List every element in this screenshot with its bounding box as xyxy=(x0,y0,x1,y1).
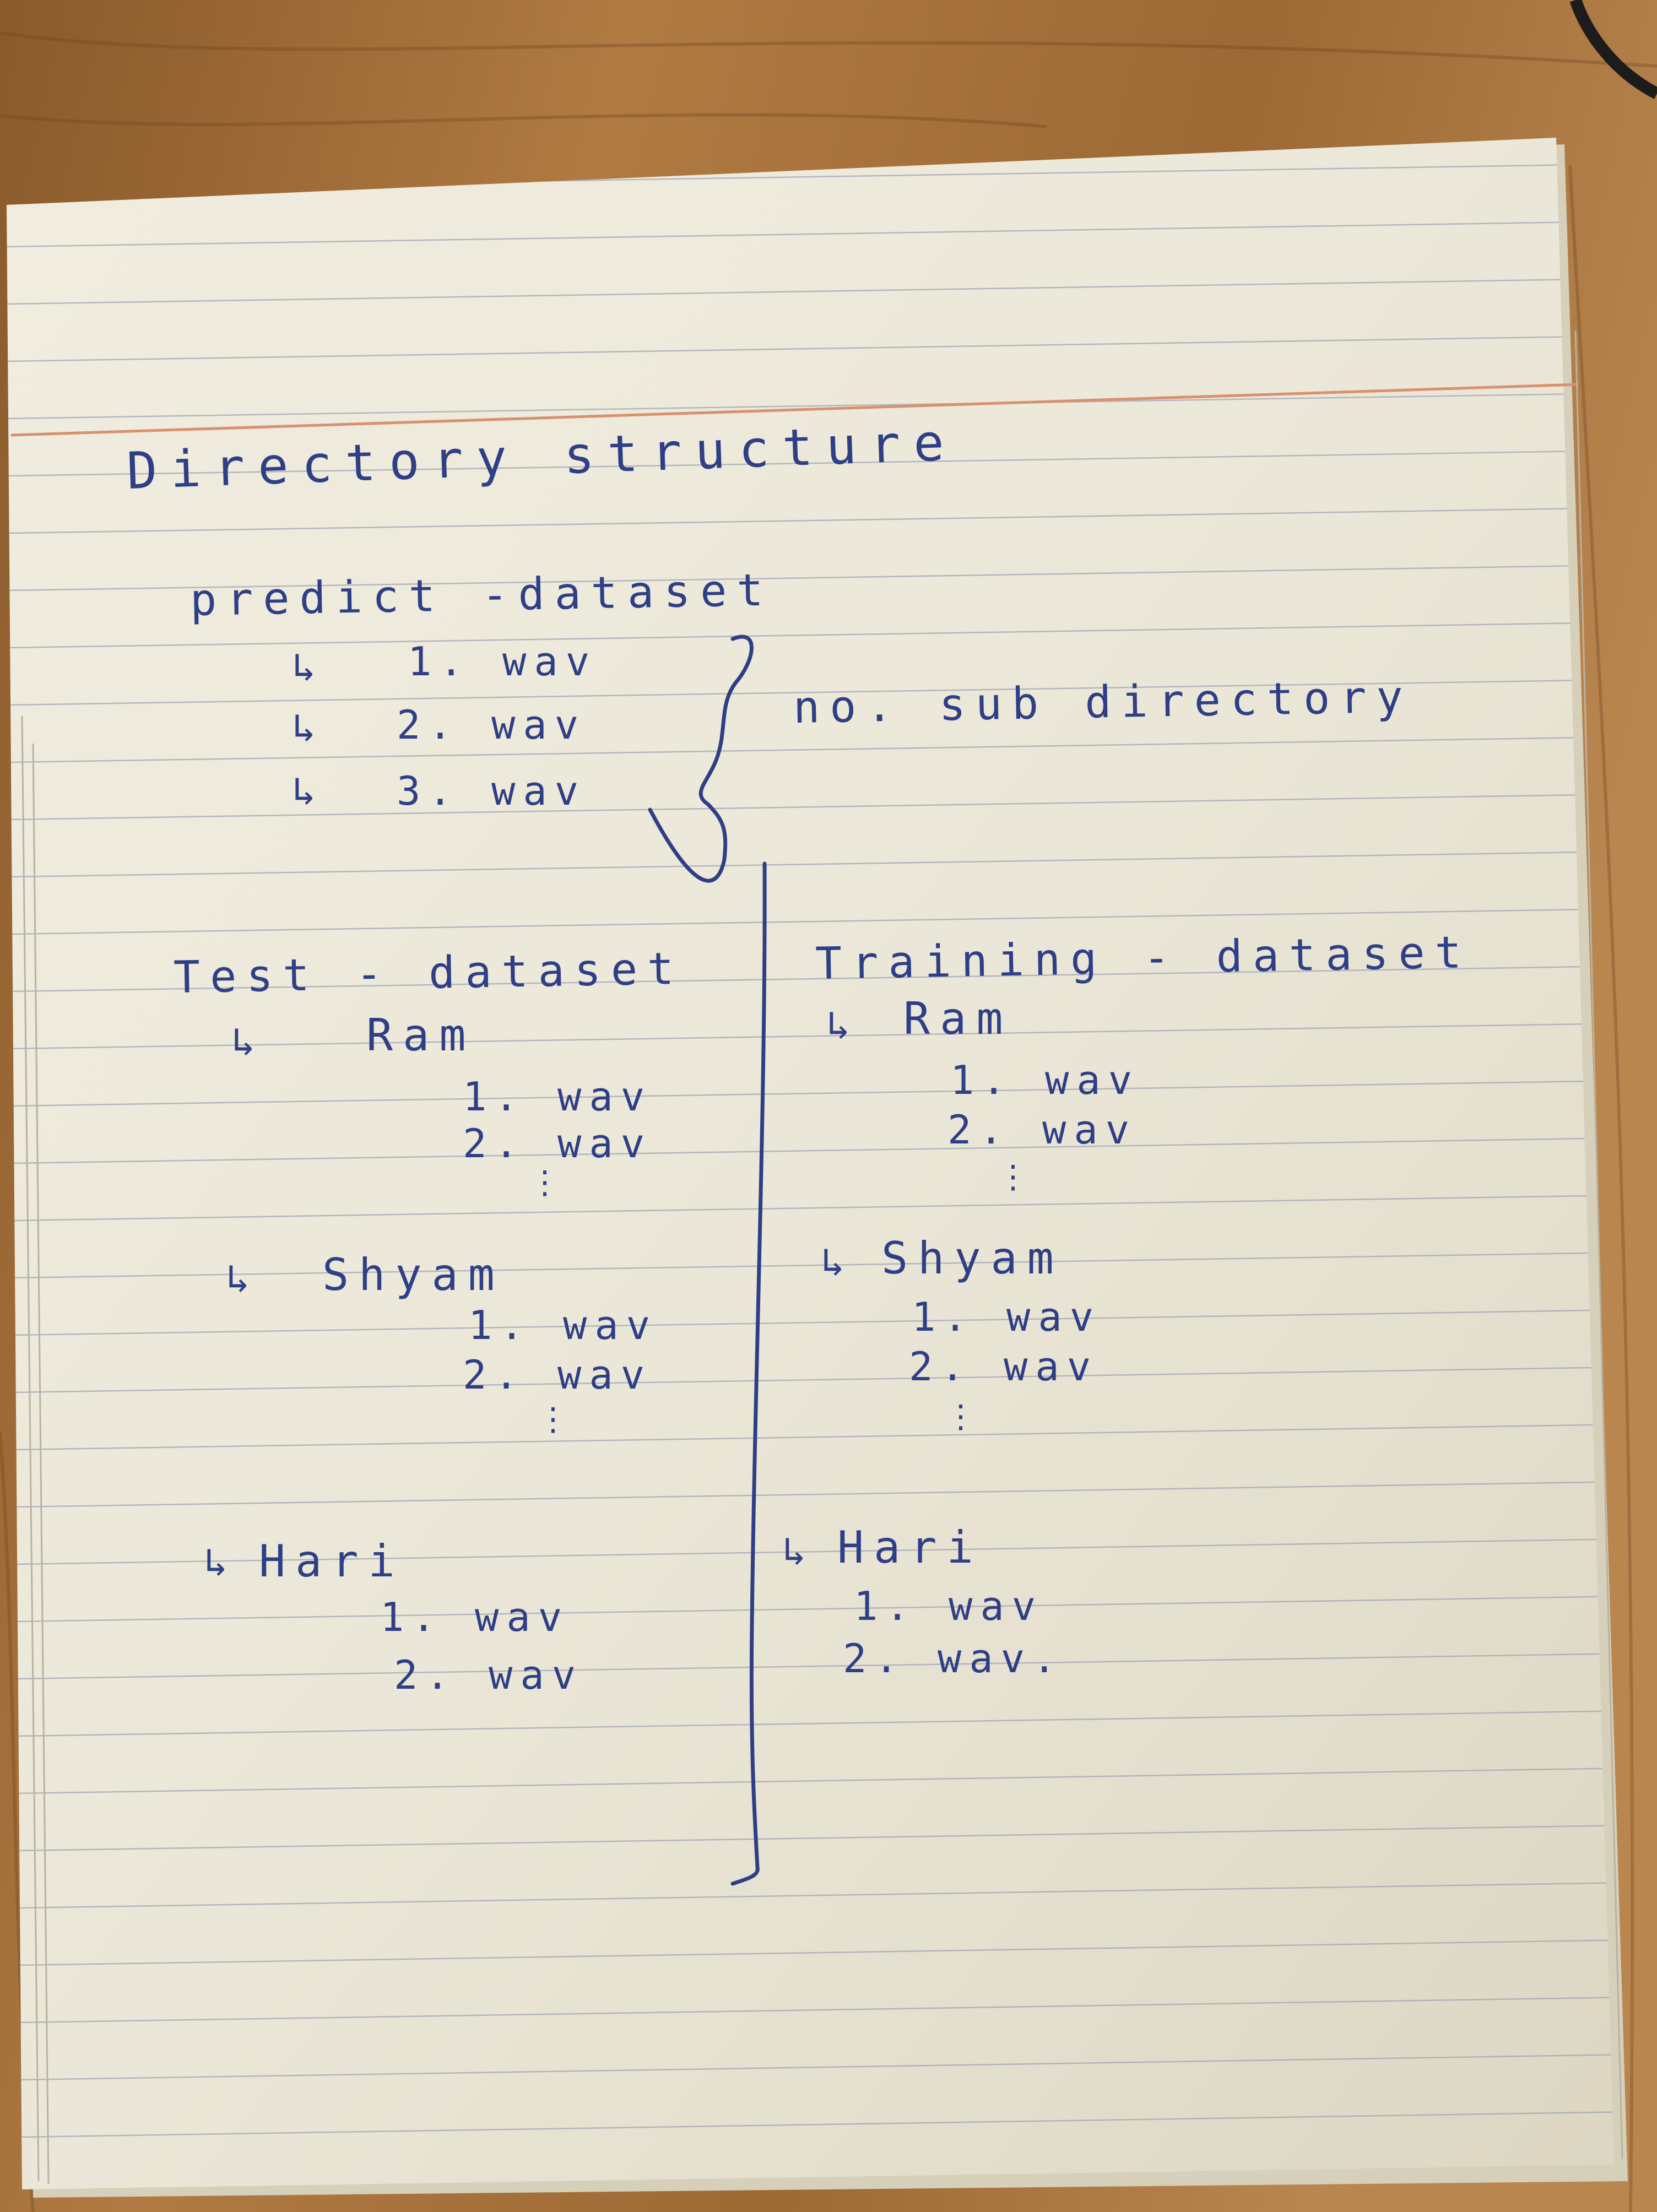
cable xyxy=(1569,0,1657,99)
training-ram-file-1: 1. wav xyxy=(950,1057,1140,1103)
test-arrow-ram: ↳ xyxy=(231,1018,263,1065)
test-shyam-file-2: 2. wav xyxy=(463,1352,653,1398)
predict-arrow-3: ↳ xyxy=(292,768,324,814)
no-subdirectory-note: no. sub directory xyxy=(793,671,1414,733)
training-arrow-hari: ↳ xyxy=(782,1528,814,1574)
test-shyam-file-1: 1. wav xyxy=(468,1302,658,1348)
test-ram-file-1: 1. wav xyxy=(463,1074,653,1120)
training-shyam-more: ⋮ xyxy=(945,1397,977,1435)
training-ram-more: ⋮ xyxy=(997,1158,1029,1195)
test-ram-file-2: 2. wav xyxy=(463,1120,653,1167)
column-divider xyxy=(730,861,767,1886)
predict-file-3: 3. wav xyxy=(397,768,587,814)
training-arrow-ram: ↳ xyxy=(826,1002,858,1048)
test-arrow-hari: ↳ xyxy=(204,1539,236,1585)
training-folder-hari: Hari xyxy=(837,1522,983,1573)
training-shyam-file-1: 1. wav xyxy=(912,1294,1102,1340)
test-ram-more: ⋮ xyxy=(529,1163,561,1201)
predict-file-2: 2. wav xyxy=(397,702,587,748)
handwritten-strokes xyxy=(648,635,767,1886)
predict-arrow-2: ↳ xyxy=(292,704,324,751)
test-hari-file-2: 2. wav xyxy=(394,1652,584,1698)
page-stack-edges xyxy=(21,330,1623,2184)
training-hari-file-2: 2. wav. xyxy=(843,1635,1064,1682)
predict-arrow-1: ↳ xyxy=(292,644,324,690)
training-dataset-heading: Training - dataset xyxy=(815,926,1472,989)
predict-file-1: 1. wav xyxy=(408,638,598,685)
training-ram-file-2: 2. wav xyxy=(947,1107,1138,1153)
predict-dataset-heading: predict -dataset xyxy=(189,564,774,626)
training-folder-ram: Ram xyxy=(903,993,1013,1044)
test-folder-shyam: Shyam xyxy=(322,1249,505,1300)
training-hari-file-1: 1. wav xyxy=(854,1583,1044,1629)
test-dataset-heading: Test - dataset xyxy=(173,942,684,1003)
ruled-lines xyxy=(7,138,1614,2189)
training-arrow-shyam: ↳ xyxy=(821,1239,853,1285)
test-hari-file-1: 1. wav xyxy=(380,1594,570,1640)
training-folder-shyam: Shyam xyxy=(881,1233,1064,1284)
test-folder-hari: Hari xyxy=(259,1536,405,1587)
test-arrow-shyam: ↳ xyxy=(226,1255,258,1302)
training-shyam-file-2: 2. wav xyxy=(909,1343,1099,1390)
test-shyam-more: ⋮ xyxy=(537,1400,569,1438)
margin-rule xyxy=(10,383,1579,437)
test-folder-ram: Ram xyxy=(366,1010,476,1061)
wood-grain xyxy=(0,31,1657,2212)
brace xyxy=(648,635,754,883)
